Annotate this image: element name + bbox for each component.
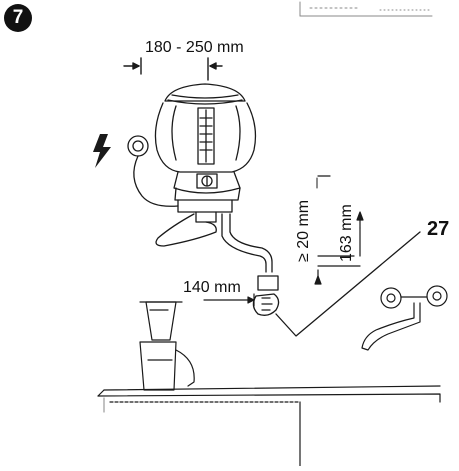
spout-and-hose bbox=[155, 213, 280, 316]
clearance-label: ≥ 20 mm bbox=[295, 199, 312, 262]
height-dimensions bbox=[314, 175, 364, 285]
outlet-depth-label: 140 mm bbox=[183, 279, 241, 296]
wall-socket-icon bbox=[127, 135, 149, 157]
depth-dimension bbox=[203, 293, 255, 307]
width-dimension bbox=[123, 57, 223, 81]
electric-lightning-icon bbox=[93, 134, 111, 168]
step-number-badge: 7 bbox=[4, 4, 32, 32]
coffee-filter-carafe bbox=[139, 301, 195, 391]
height-label: 163 mm bbox=[338, 204, 355, 262]
counter-sink bbox=[97, 385, 441, 467]
reference-leader bbox=[275, 231, 421, 337]
top-right-frame bbox=[299, 1, 433, 17]
mixer-tap-icon bbox=[361, 285, 448, 351]
water-heater bbox=[154, 83, 257, 223]
electric-supply bbox=[93, 134, 179, 207]
mount-width-label: 180 - 250 mm bbox=[145, 39, 244, 56]
reference-number-label: 27 bbox=[427, 218, 450, 240]
